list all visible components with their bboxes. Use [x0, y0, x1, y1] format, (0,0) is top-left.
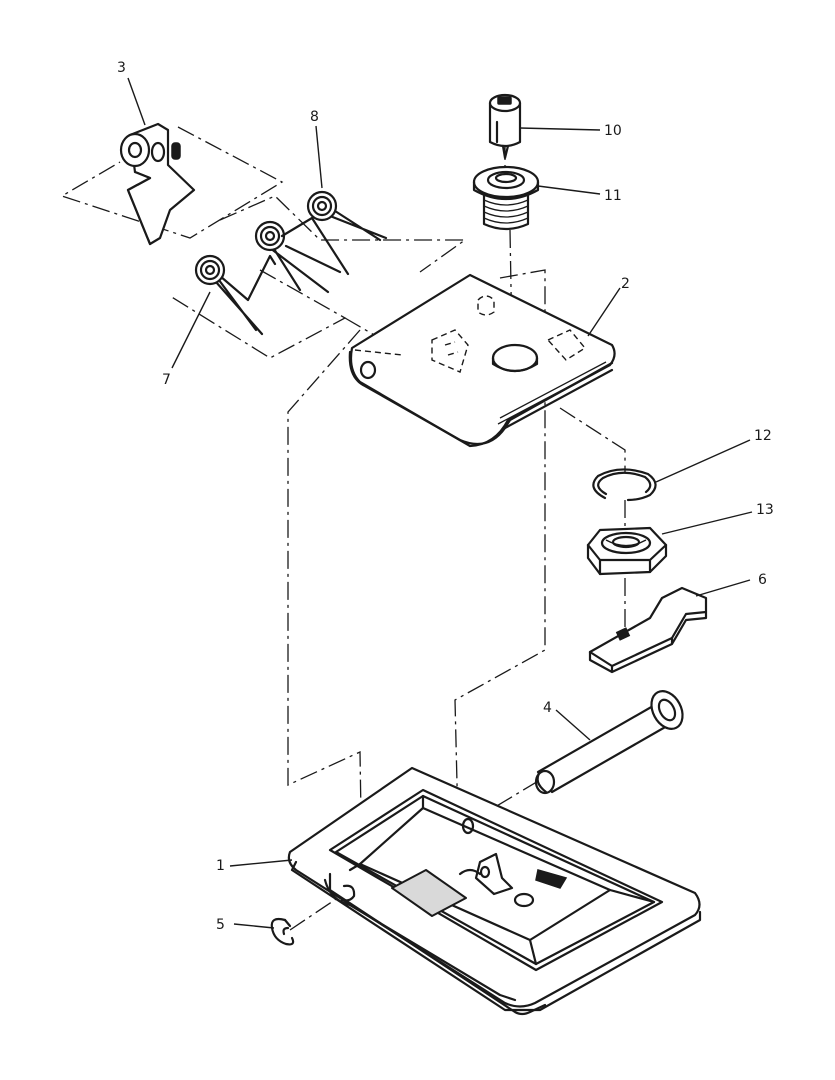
part-7-torsion-spring [194, 254, 277, 336]
part-1-recessed-pan [287, 766, 702, 1016]
callout-8: 8 [310, 109, 319, 125]
callout-6: 6 [758, 572, 767, 588]
part-11-threaded-bushing [472, 165, 540, 231]
callout-13: 13 [756, 502, 774, 518]
part-5-e-clip [270, 917, 295, 946]
callout-leaders [127, 77, 753, 929]
part-8-torsion-springs [254, 190, 388, 294]
callout-4: 4 [543, 700, 552, 716]
callout-2: 2 [621, 276, 630, 292]
part-10-lock-cylinder [488, 93, 522, 160]
part-2-latch-handle [348, 273, 616, 448]
part-4-hinge-pin [534, 690, 684, 795]
part-13-hex-nut [586, 526, 668, 576]
callout-5: 5 [216, 917, 225, 933]
callout-11: 11 [604, 188, 622, 204]
callout-12: 12 [754, 428, 772, 444]
assembly-phantom-lines [60, 126, 626, 931]
callout-10: 10 [604, 123, 622, 139]
callout-1: 1 [216, 858, 225, 874]
callout-labels: 3 8 7 10 11 2 12 13 6 4 1 5 [117, 60, 774, 933]
part-12-retaining-ring [592, 468, 657, 502]
callout-7: 7 [162, 372, 171, 388]
part-3-latch-cam [119, 122, 196, 246]
part-6-cam-arm [588, 586, 708, 674]
callout-3: 3 [117, 60, 126, 76]
